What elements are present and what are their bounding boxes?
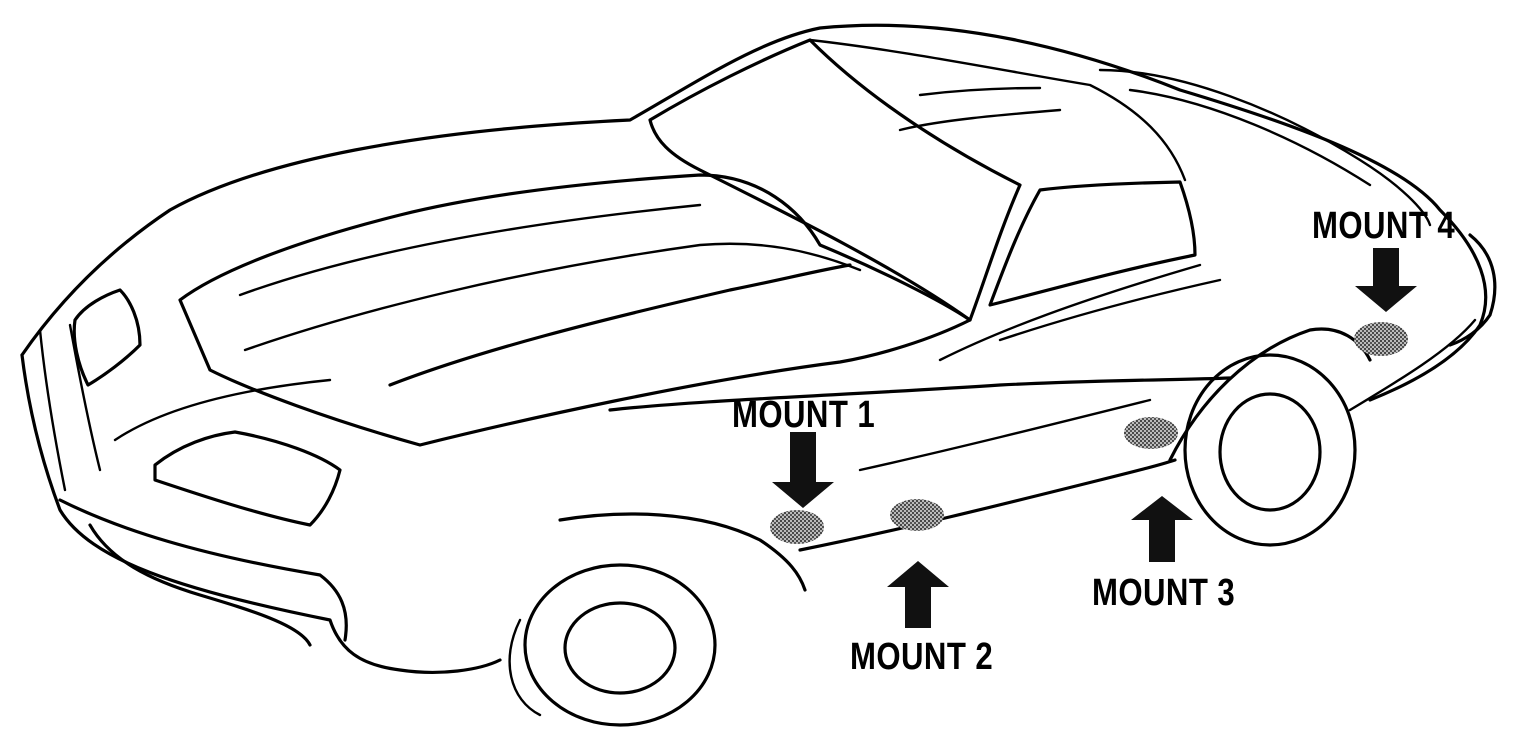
mount-3-spot <box>1124 417 1178 449</box>
windshield <box>648 38 1022 322</box>
body-side-line <box>858 398 1152 472</box>
front-tire <box>523 563 717 727</box>
hood-crease-1 <box>238 203 702 297</box>
front-rim <box>563 601 677 695</box>
front-nose-line <box>38 323 102 492</box>
side-window <box>988 180 1197 307</box>
hood-outline <box>178 173 972 447</box>
hood-bulge-line <box>388 263 852 387</box>
car-body-outline <box>20 23 1488 674</box>
fender-line-front <box>113 378 332 442</box>
rear-deck <box>1098 68 1432 227</box>
mount-3-arrow-up <box>1131 496 1193 562</box>
mount-4-label: MOUNT 4 <box>1312 205 1456 247</box>
mount-2-spot <box>890 499 944 531</box>
rear-wheel-arch <box>1168 327 1372 462</box>
hood-crease-2 <box>243 242 862 352</box>
mount-1-arrow-down <box>772 432 834 508</box>
mount-2-arrow-up <box>887 561 949 628</box>
roof-line <box>808 38 1187 182</box>
rear-tire <box>1183 353 1357 547</box>
front-wheel-arch <box>558 512 807 592</box>
rear-end <box>1448 233 1497 347</box>
headlight <box>72 288 142 387</box>
mount-2-label: MOUNT 2 <box>850 636 994 678</box>
rocker-panel <box>608 376 1232 552</box>
mount-4-arrow-down <box>1355 248 1417 312</box>
mount-4-spot <box>1354 322 1408 356</box>
parking-lamp <box>153 430 342 527</box>
mount-1-label: MOUNT 1 <box>732 394 876 436</box>
front-tire-tread <box>508 618 542 717</box>
t-top-line <box>898 86 1062 132</box>
rear-rim <box>1218 392 1322 512</box>
front-bumper <box>58 498 348 647</box>
door-line <box>938 263 1222 362</box>
rear-bumper-line <box>1348 318 1477 412</box>
mount-3-label: MOUNT 3 <box>1092 572 1236 614</box>
mount-1-spot <box>770 510 824 544</box>
